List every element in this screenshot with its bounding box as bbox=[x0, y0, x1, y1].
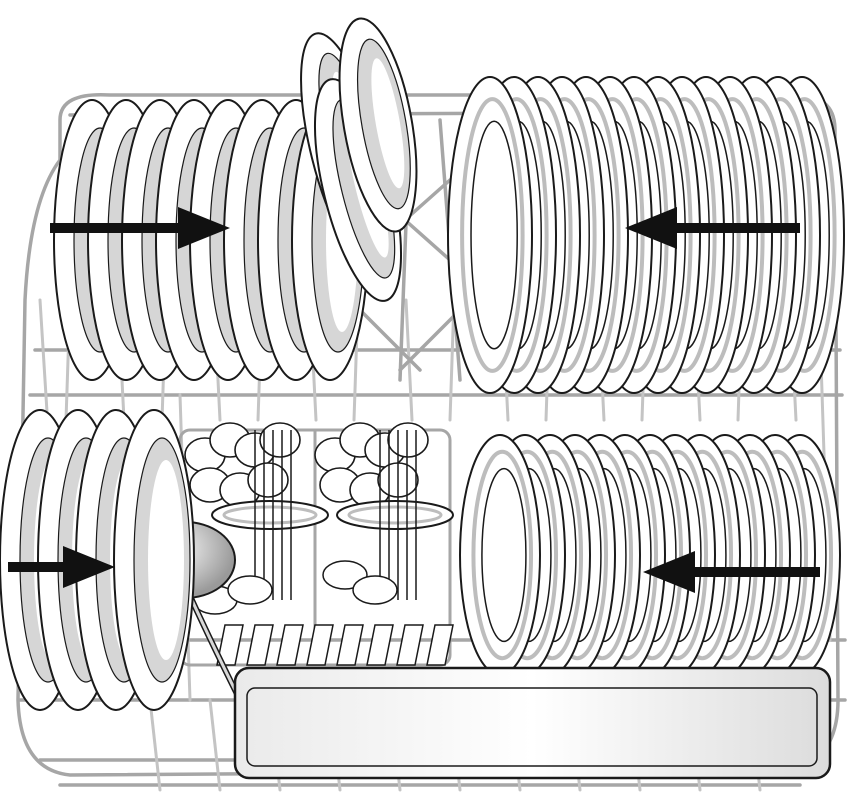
tray-inner-rim bbox=[246, 687, 818, 767]
knife-handle bbox=[336, 624, 364, 666]
arrow-top-right bbox=[625, 207, 800, 249]
plate-stack-top-right bbox=[447, 76, 845, 394]
spoon-bowl bbox=[227, 575, 273, 605]
knife-handle bbox=[306, 624, 334, 666]
knife-handle bbox=[276, 624, 304, 666]
dinner-plate bbox=[459, 434, 541, 676]
wire-tine bbox=[208, 698, 222, 792]
dinner-plate bbox=[447, 76, 533, 394]
spoon-bowl bbox=[259, 422, 301, 458]
knife-handle bbox=[246, 624, 274, 666]
knife-handle bbox=[396, 624, 424, 666]
basket-handle-ring bbox=[336, 500, 454, 530]
arrow-bottom-left bbox=[8, 546, 115, 588]
wire-tine bbox=[448, 298, 456, 422]
tray-body bbox=[233, 666, 832, 780]
wire-tine bbox=[148, 698, 162, 792]
knife-handle bbox=[216, 624, 244, 666]
spoon-bowl bbox=[247, 462, 289, 498]
spoon-bowl bbox=[352, 575, 398, 605]
knife-handle bbox=[426, 624, 454, 666]
serving-plates-top-center bbox=[300, 17, 418, 302]
spoon-bowl bbox=[387, 422, 429, 458]
serving-plate bbox=[338, 17, 418, 233]
basket-handle-ring bbox=[211, 500, 329, 530]
soup-plate-stack-bottom-left bbox=[0, 409, 195, 711]
soup-plate bbox=[113, 409, 195, 711]
direction-arrows bbox=[8, 207, 820, 593]
plate-stack-bottom-right bbox=[459, 434, 841, 676]
knife-handle bbox=[366, 624, 394, 666]
arrow-bottom-right bbox=[643, 551, 820, 593]
front-tray bbox=[233, 666, 832, 780]
arrow-top-left bbox=[50, 207, 230, 249]
